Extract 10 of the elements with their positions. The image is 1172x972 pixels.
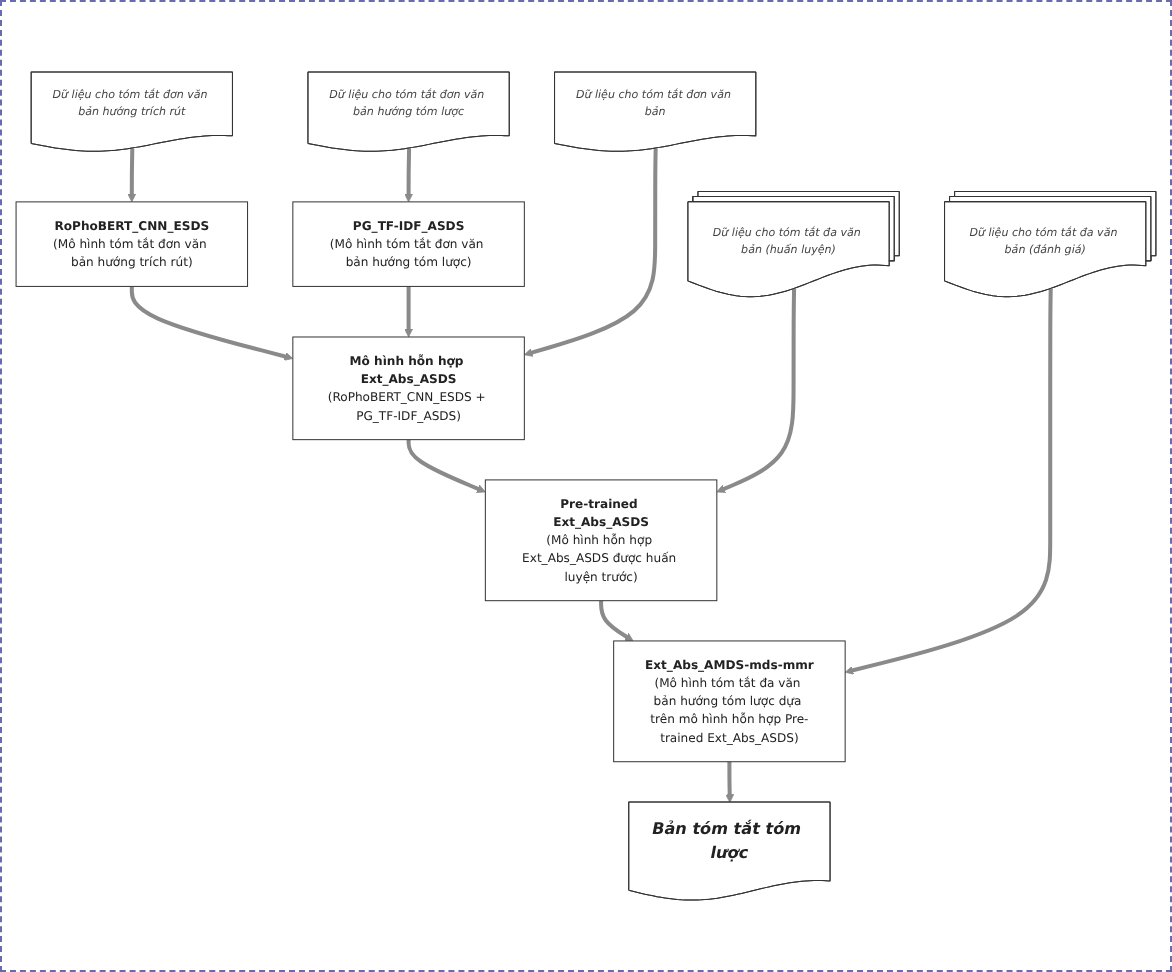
arrow <box>404 286 413 338</box>
arrow <box>406 439 486 493</box>
arrow <box>599 600 634 642</box>
arrow <box>844 288 1053 675</box>
arrow <box>404 148 413 203</box>
arrow <box>127 148 137 203</box>
arrow <box>523 148 658 357</box>
arrow <box>725 761 735 803</box>
arrow <box>129 286 294 361</box>
arrow <box>716 288 797 493</box>
